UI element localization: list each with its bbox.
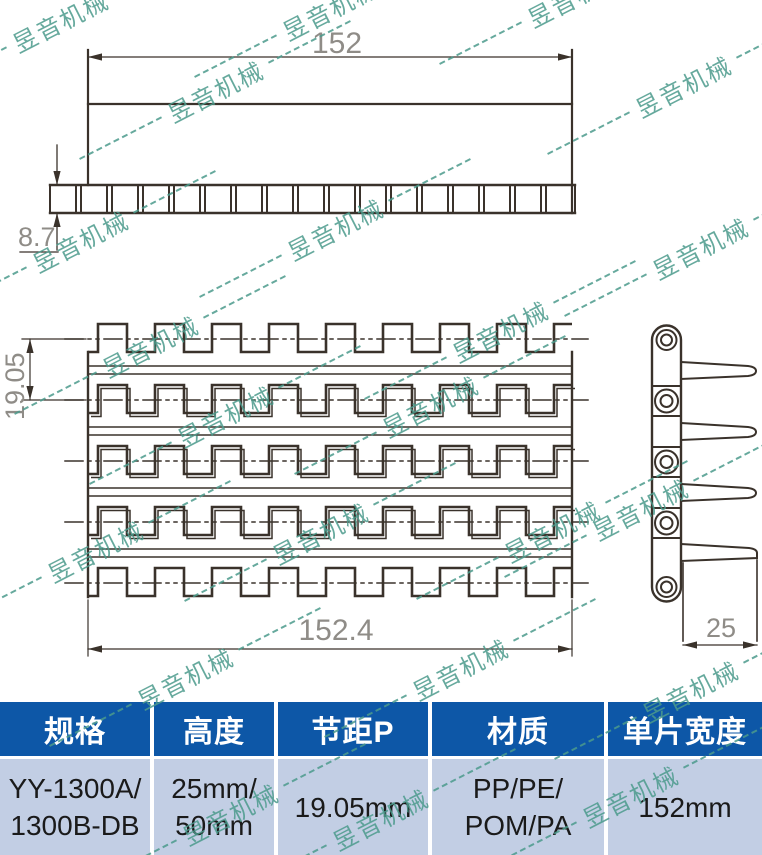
- header-material: 材质: [432, 702, 608, 756]
- dim-plan-width-label: 152.4: [298, 614, 373, 647]
- side-view: [650, 324, 758, 649]
- header-pitch: 节距P: [278, 702, 432, 756]
- cell-line: POM/PA: [464, 810, 572, 841]
- spec-table: 规格 高度 节距P 材质 单片宽度 YY-1300A/ 1300B-DB 25m…: [0, 702, 762, 855]
- cell-line: 25mm/: [171, 773, 257, 804]
- header-height: 高度: [154, 702, 278, 756]
- cell-spec: YY-1300A/ 1300B-DB: [0, 759, 154, 855]
- cell-line: 50mm: [175, 810, 253, 841]
- cell-width: 152mm: [608, 759, 762, 855]
- spec-table-header: 规格 高度 节距P 材质 单片宽度: [0, 702, 762, 759]
- cell-line: PP/PE/: [472, 773, 564, 804]
- dim-side-width-label: 25: [706, 613, 736, 643]
- header-width: 单片宽度: [608, 702, 762, 756]
- technical-drawing: 152 8.7 19.05 152.4 25: [0, 27, 758, 657]
- cell-line: 1300B-DB: [10, 810, 140, 841]
- cell-pitch: 19.05mm: [278, 759, 432, 855]
- dim-pitch-label: 19.05: [0, 352, 30, 420]
- plan-view: [21, 322, 589, 657]
- top-view: [19, 48, 577, 253]
- header-spec: 规格: [0, 702, 154, 756]
- dim-tooth-height-label: 8.7: [18, 222, 56, 252]
- cell-line: YY-1300A/: [8, 773, 142, 804]
- spec-table-row: YY-1300A/ 1300B-DB 25mm/ 50mm 19.05mm PP…: [0, 759, 762, 855]
- dim-top-width-label: 152: [312, 27, 362, 60]
- cell-material: PP/PE/ POM/PA: [432, 759, 608, 855]
- cell-height: 25mm/ 50mm: [154, 759, 278, 855]
